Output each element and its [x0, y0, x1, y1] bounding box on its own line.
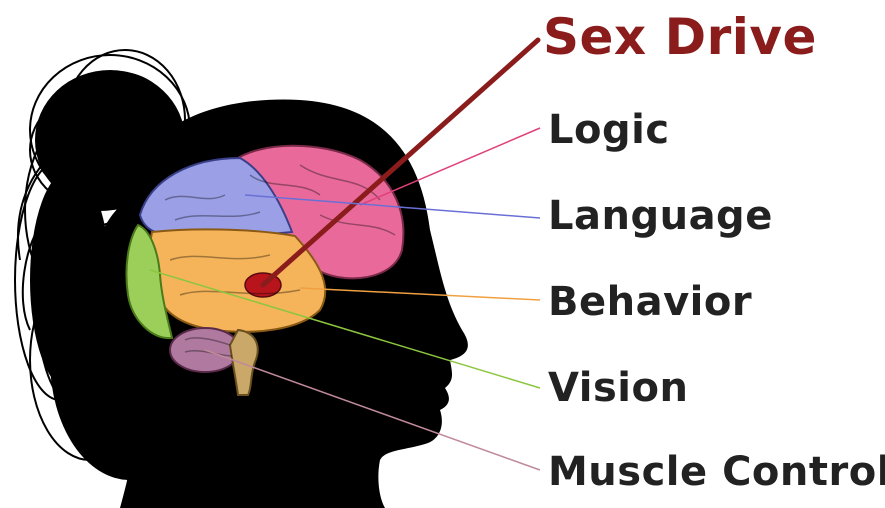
leader-line-behavior [299, 287, 541, 301]
leader-line-language [244, 194, 541, 219]
occipital-lobe [125, 223, 174, 340]
brainstem [228, 328, 259, 396]
label-muscle-control: Muscle Control [548, 449, 885, 495]
leader-line-muscle-control [204, 349, 541, 471]
leader-lines [149, 37, 541, 471]
label-behavior: Behavior [548, 279, 753, 325]
label-sex-drive: Sex Drive [543, 8, 817, 66]
leader-line-vision [149, 269, 541, 389]
leader-line-sex-drive [260, 37, 541, 288]
label-language: Language [548, 193, 773, 239]
temporal-lobe [149, 228, 327, 333]
leader-line-logic [359, 127, 541, 206]
label-vision: Vision [548, 365, 689, 411]
label-logic: Logic [548, 107, 670, 153]
